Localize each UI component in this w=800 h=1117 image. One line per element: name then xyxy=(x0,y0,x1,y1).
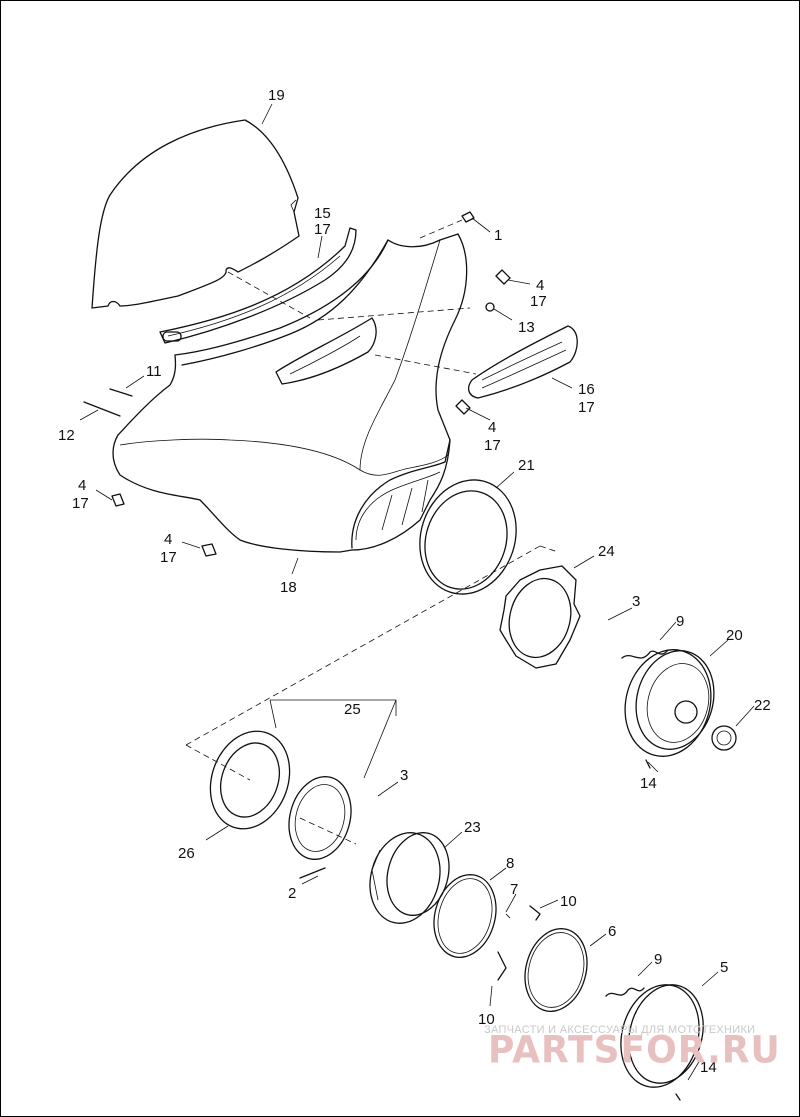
callout-13: 13 xyxy=(518,319,535,336)
callout-3: 3 xyxy=(400,767,408,784)
callout-7: 7 xyxy=(510,881,518,898)
callout-21: 21 xyxy=(518,457,535,474)
callout-10: 10 xyxy=(560,893,577,910)
gasket-ring xyxy=(497,928,588,1012)
callout-18: 18 xyxy=(280,579,297,596)
callout-17: 17 xyxy=(484,437,501,454)
callout-11: 11 xyxy=(146,363,162,380)
callout-20: 20 xyxy=(726,627,743,644)
callout-labels: 19 15 17 1 4 17 13 16 17 11 12 4 17 21 4… xyxy=(58,87,771,1076)
callout-15: 15 xyxy=(314,205,331,222)
callout-14: 14 xyxy=(640,775,657,792)
callout-22: 22 xyxy=(754,697,771,714)
callout-16: 16 xyxy=(578,381,595,398)
bracket-ring-set xyxy=(209,730,352,879)
callout-leaders xyxy=(79,103,755,1081)
headlamp-assembly xyxy=(621,649,737,769)
callout-10: 10 xyxy=(478,1011,495,1028)
callout-2: 2 xyxy=(288,885,296,902)
callout-9: 9 xyxy=(676,613,684,630)
callout-19: 19 xyxy=(268,87,285,104)
callout-1: 1 xyxy=(494,227,502,244)
callout-17: 17 xyxy=(160,549,177,566)
callout-4: 4 xyxy=(164,531,172,548)
watermark-brand: PARTSFOR.RU xyxy=(488,1028,781,1073)
callout-6: 6 xyxy=(608,923,616,940)
fasteners-top xyxy=(83,211,511,557)
callout-24: 24 xyxy=(598,543,615,560)
retaining-ring xyxy=(433,874,541,958)
headlamp-unit xyxy=(369,832,450,924)
callout-17: 17 xyxy=(578,399,595,416)
callout-17: 17 xyxy=(530,293,547,310)
outer-bezel xyxy=(605,984,704,1101)
callout-5: 5 xyxy=(720,959,728,976)
callout-4: 4 xyxy=(78,477,86,494)
watermark-tagline: ЗАПЧАСТИ И АКСЕССУАРЫ ДЛЯ МОТОТЕХНИКИ xyxy=(484,1024,756,1036)
callout-3: 3 xyxy=(632,593,640,610)
fairing-vent xyxy=(467,325,578,399)
alignment-lines xyxy=(185,219,559,845)
callout-26: 26 xyxy=(178,845,195,862)
callout-9: 9 xyxy=(654,951,662,968)
windshield-part xyxy=(91,119,300,309)
callout-12: 12 xyxy=(58,427,75,444)
mounting-bracket xyxy=(499,565,581,669)
callout-17: 17 xyxy=(314,221,331,238)
callout-4: 4 xyxy=(488,419,496,436)
windshield-trim-strip xyxy=(159,227,357,344)
outer-fairing xyxy=(112,233,468,553)
callout-23: 23 xyxy=(464,819,481,836)
callout-14: 14 xyxy=(700,1059,717,1076)
callout-25: 25 xyxy=(344,701,361,718)
callout-17: 17 xyxy=(72,495,89,512)
callout-8: 8 xyxy=(506,855,514,872)
headlamp-trim-ring xyxy=(419,479,517,595)
callout-4: 4 xyxy=(536,277,544,294)
